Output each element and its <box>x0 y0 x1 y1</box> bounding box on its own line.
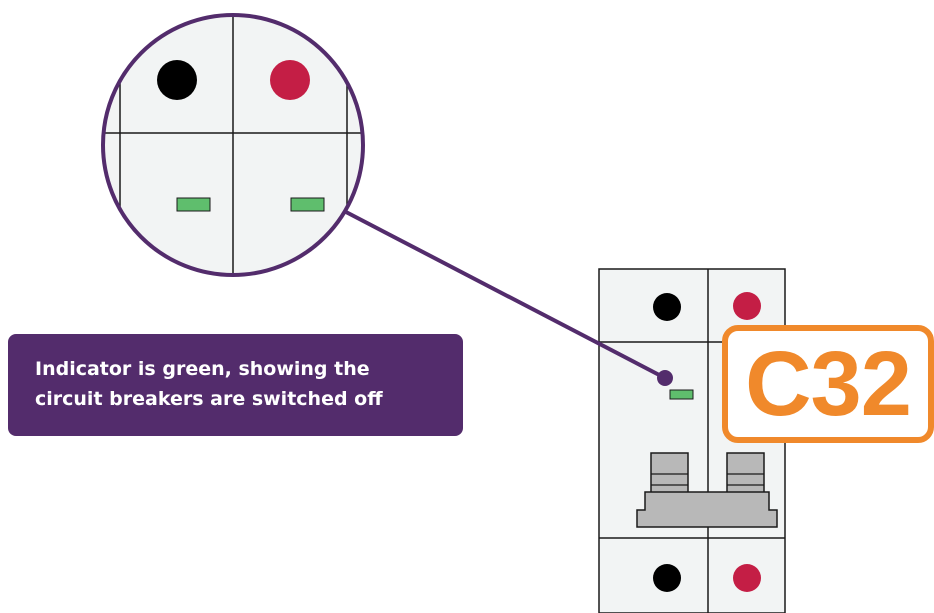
zoom-live-terminal <box>270 60 310 100</box>
rating-badge: C32 <box>722 325 934 443</box>
zoom-indicator-right <box>290 197 325 212</box>
top-neutral-terminal <box>653 293 681 321</box>
callout-line-1: Indicator is green, showing the <box>35 358 370 380</box>
leader-dot <box>657 370 673 386</box>
breaker-indicator <box>669 389 694 400</box>
bottom-live-terminal <box>733 564 761 592</box>
zoom-indicator-left <box>176 197 211 212</box>
bottom-neutral-terminal <box>653 564 681 592</box>
zoom-ring <box>101 13 365 277</box>
breaker-toggle <box>636 452 778 528</box>
zoom-neutral-terminal <box>157 60 197 100</box>
leader-line <box>345 210 666 380</box>
top-live-terminal <box>733 292 761 320</box>
zoom-view <box>101 13 365 277</box>
indicator-callout: Indicator is green, showing the circuit … <box>8 334 463 436</box>
callout-line-2: circuit breakers are switched off <box>35 388 383 410</box>
